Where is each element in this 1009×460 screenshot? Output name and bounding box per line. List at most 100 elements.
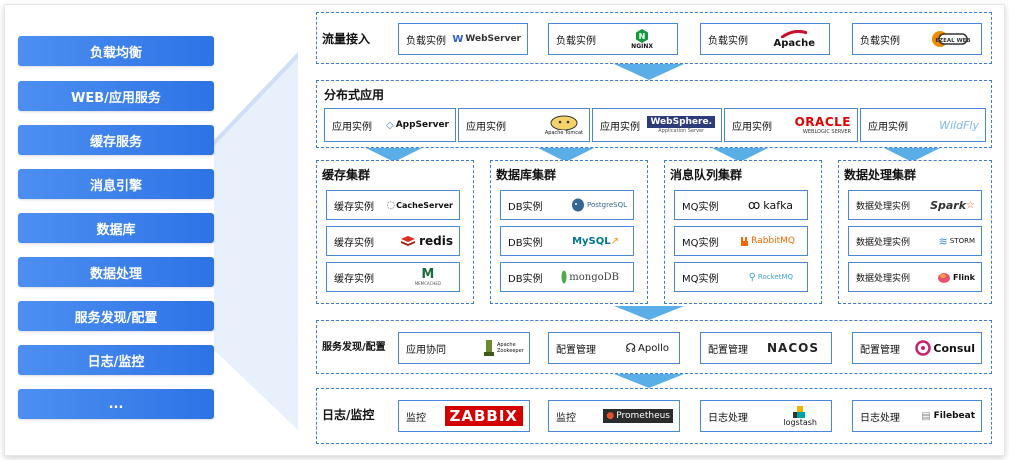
filebeat-logo: ▤Filebeat [921, 410, 975, 422]
menu-item-cache[interactable]: 缓存服务 [18, 125, 214, 155]
menu-item-database[interactable]: 数据库 [18, 213, 214, 243]
ezeal-web-logo: EZEAL WEB [931, 30, 971, 48]
instance-card[interactable]: 监控 ZABBIX [398, 400, 530, 432]
instance-card[interactable]: 日志处理 logstash [700, 400, 832, 432]
apollo-logo: ☊Apollo [625, 341, 669, 355]
mongodb-logo: mongoDB [561, 270, 619, 284]
spark-logo: Spark☆ [930, 198, 975, 212]
flink-logo: Flink [937, 271, 975, 283]
instance-card[interactable]: DB实例 PostgreSQL [500, 190, 634, 220]
tomcat-logo: Apache Tomcat [545, 114, 583, 136]
section-title: 日志/监控 [322, 408, 375, 422]
instance-card[interactable]: 配置管理 NACOS [700, 332, 832, 364]
menu-item-web-app[interactable]: WEB/应用服务 [18, 81, 214, 111]
instance-label: 监控 [406, 412, 426, 424]
instance-card[interactable]: 缓存实例 redis [326, 226, 460, 256]
flow-arrow [538, 148, 594, 162]
menu-item-label: 负载均衡 [89, 45, 142, 61]
menu-item-label: WEB/应用服务 [71, 90, 161, 106]
instance-label: 应用实例 [732, 121, 772, 133]
menu-item-load-balance[interactable]: 负载均衡 [18, 36, 214, 66]
nacos-logo: NACOS [767, 341, 819, 355]
instance-label: 应用实例 [868, 121, 908, 133]
instance-card[interactable]: 数据处理实例 Spark☆ [848, 190, 982, 220]
flow-arrow [366, 148, 422, 162]
instance-label: 缓存实例 [334, 273, 374, 285]
instance-label: 监控 [556, 412, 576, 424]
flow-arrow [884, 148, 940, 162]
instance-card[interactable]: 应用实例 WildFly [860, 108, 986, 142]
instance-card[interactable]: 负载实例 EZEAL WEB [852, 23, 982, 55]
menu-item-message[interactable]: 消息引擎 [18, 169, 214, 199]
instance-card[interactable]: 负载实例 N NGINX [548, 23, 678, 55]
menu-item-label: ... [108, 396, 124, 412]
instance-card[interactable]: 日志处理 ▤Filebeat [852, 400, 982, 432]
instance-label: 缓存实例 [334, 201, 374, 213]
apache-logo: Apache [774, 29, 815, 49]
menu-item-discovery[interactable]: 服务发现/配置 [18, 301, 214, 331]
instance-card[interactable]: MQ实例 ⚲RocketMQ [674, 262, 808, 292]
instance-card[interactable]: DB实例 mongoDB [500, 262, 634, 292]
instance-card[interactable]: 数据处理实例 ≋STORM [848, 226, 982, 256]
instance-label: 缓存实例 [334, 237, 374, 249]
instance-card[interactable]: 缓存实例 ◌CacheServer [326, 190, 460, 220]
menu-item-label: 缓存服务 [89, 134, 142, 150]
storm-logo: ≋STORM [938, 234, 975, 248]
instance-label: 应用实例 [332, 121, 372, 133]
svg-text:N: N [639, 32, 646, 41]
instance-label: MQ实例 [682, 201, 719, 213]
instance-label: 负载实例 [860, 35, 900, 47]
wildfly-logo: WildFly [939, 118, 979, 132]
menu-item-label: 日志/监控 [87, 354, 145, 370]
instance-label: 负载实例 [556, 35, 596, 47]
instance-card[interactable]: 应用实例 Apache Tomcat [458, 108, 590, 142]
instance-label: 负载实例 [708, 35, 748, 47]
logstash-logo: logstash [783, 405, 817, 427]
instance-label: DB实例 [508, 237, 543, 249]
instance-card[interactable]: 数据处理实例 Flink [848, 262, 982, 292]
redis-logo: redis [400, 234, 453, 248]
section-title: 流量接入 [322, 32, 371, 46]
memcached-logo: M MEMCACHED [414, 266, 441, 286]
instance-card[interactable]: 配置管理 Consul [852, 332, 982, 364]
instance-card[interactable]: MQ实例 RabbitMQ [674, 226, 808, 256]
instance-label: 应用实例 [466, 121, 506, 133]
section-title: 消息队列集群 [670, 168, 743, 182]
instance-card[interactable]: 应用协同 Apache Zookeeper [398, 332, 530, 364]
instance-card[interactable]: 应用实例 ◇AppServer [324, 108, 456, 142]
instance-label: 日志处理 [708, 412, 748, 424]
section-title: 数据处理集群 [844, 168, 917, 182]
instance-label: 数据处理实例 [856, 273, 911, 284]
menu-item-label: 消息引擎 [89, 178, 142, 194]
instance-card[interactable]: 应用实例 WebSphere. Application Server [592, 108, 722, 142]
instance-card[interactable]: 监控 ●Prometheus [548, 400, 680, 432]
svg-text:EZEAL WEB: EZEAL WEB [935, 38, 970, 44]
menu-item-label: 数据处理 [89, 266, 142, 282]
nginx-logo: N NGINX [631, 28, 653, 50]
instance-card[interactable]: DB实例 MySQL↗ [500, 226, 634, 256]
flow-arrow [614, 374, 684, 388]
prometheus-logo: ●Prometheus [603, 409, 673, 423]
menu-item-data-processing[interactable]: 数据处理 [18, 257, 214, 287]
instance-label: 数据处理实例 [856, 201, 911, 212]
instance-card[interactable]: 负载实例 Apache [700, 23, 830, 55]
consul-logo: Consul [915, 340, 975, 356]
mysql-logo: MySQL↗ [572, 235, 619, 247]
section-title: 服务发现/配置 [322, 342, 386, 353]
section-title: 缓存集群 [322, 168, 371, 182]
flow-arrow [614, 306, 684, 320]
instance-card[interactable]: 应用实例 ORACLE WEBLOGIC SERVER [724, 108, 858, 142]
appserver-logo: ◇AppServer [386, 119, 449, 131]
menu-item-more[interactable]: ... [18, 389, 214, 419]
menu-funnel [214, 52, 298, 430]
instance-label: 负载实例 [406, 35, 446, 47]
rabbitmq-logo: RabbitMQ [740, 236, 795, 246]
instance-label: 配置管理 [556, 344, 596, 356]
instance-label: DB实例 [508, 273, 543, 285]
instance-card[interactable]: 配置管理 ☊Apollo [548, 332, 680, 364]
instance-card[interactable]: 缓存实例 M MEMCACHED [326, 262, 460, 292]
menu-item-logging[interactable]: 日志/监控 [18, 345, 214, 375]
